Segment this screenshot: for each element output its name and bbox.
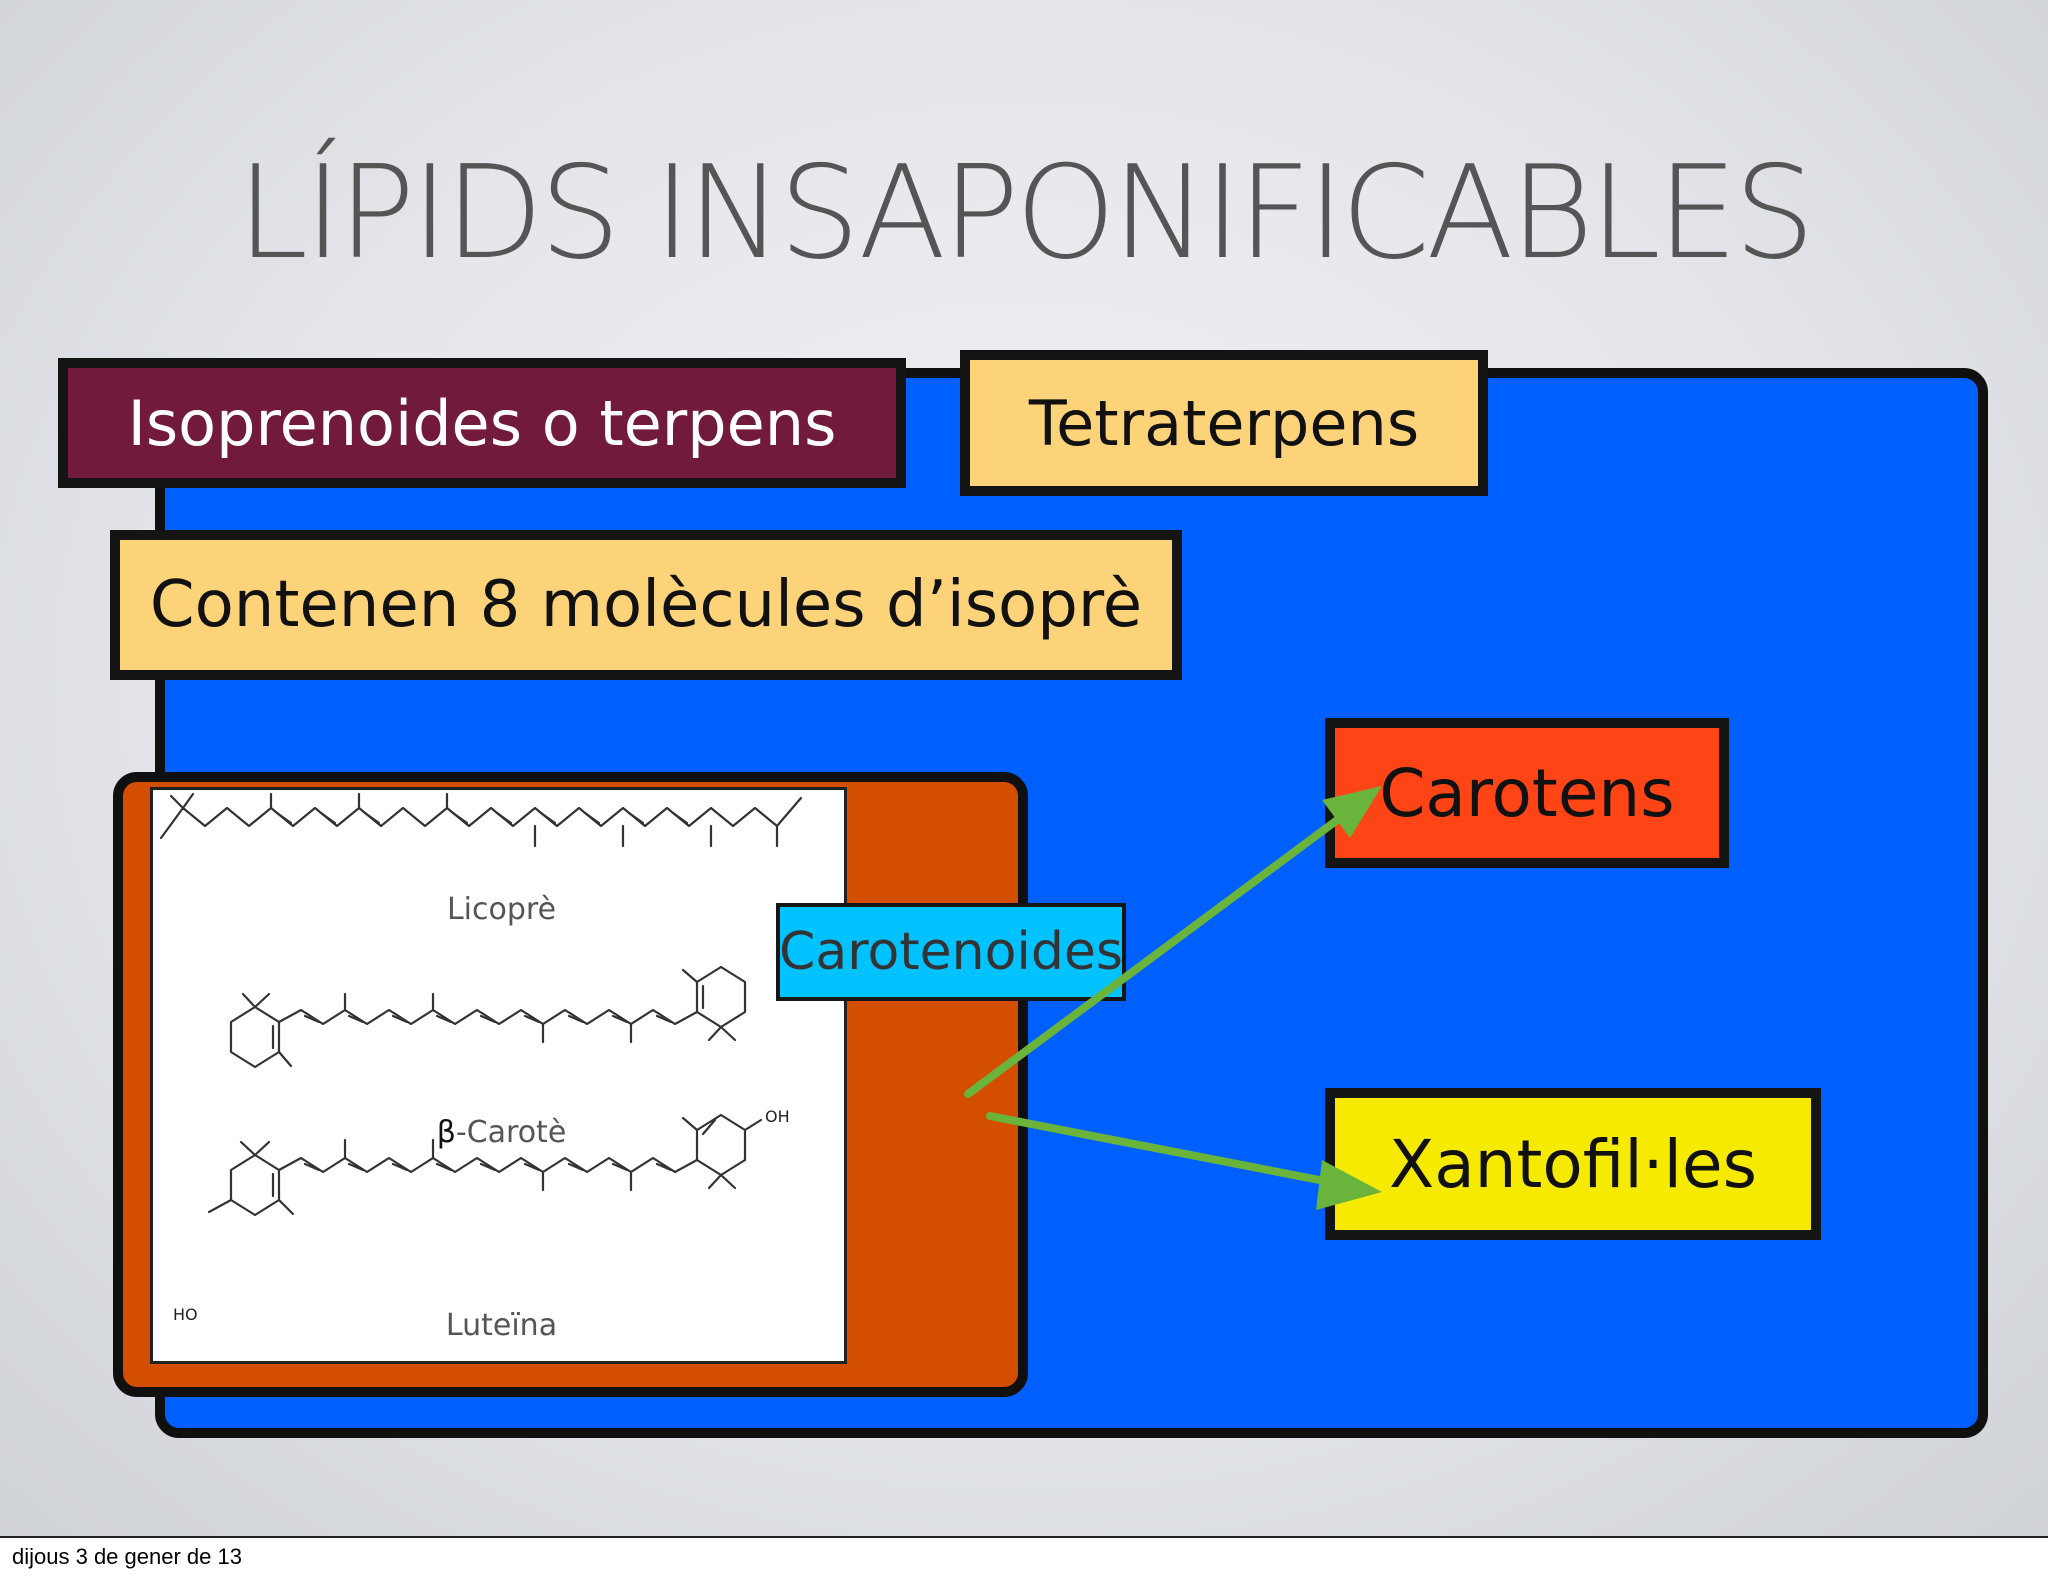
isoprenoids-box: Isoprenoides o terpens: [58, 358, 906, 488]
beta-carotene-structure: [229, 965, 747, 1069]
carotenoids-label: Carotenoides: [779, 922, 1123, 982]
slide: LÍPIDS INSAPONIFICABLES Isoprenoides o t…: [0, 0, 2048, 1536]
carotens-label: Carotens: [1379, 754, 1675, 832]
lutein-ho-label: HO: [173, 1305, 198, 1324]
tetraterpens-box: Tetraterpens: [960, 350, 1488, 496]
tetraterpens-label: Tetraterpens: [1028, 386, 1420, 460]
footer-date: dijous 3 de gener de 13: [12, 1544, 242, 1569]
beta-carotene-label: -Carotè: [455, 1115, 567, 1150]
xanthophylls-label: Xantofil·les: [1389, 1125, 1757, 1203]
slide-title: LÍPIDS INSAPONIFICABLES: [236, 139, 1815, 288]
isoprene-count-box: Contenen 8 molècules d’isoprè: [110, 530, 1182, 680]
xanthophylls-box: Xantofil·les: [1325, 1088, 1821, 1240]
beta-symbol: β: [436, 1115, 456, 1150]
lycopene-structure: [159, 792, 803, 848]
structures-drawing: OH HO: [159, 792, 803, 1324]
lutein-oh-label: OH: [765, 1107, 790, 1126]
lycopene-label: Licoprè: [446, 892, 557, 927]
beta-carotene-caption: β-Carotè: [153, 1115, 850, 1150]
lutein-structure: [207, 1113, 763, 1217]
lutein-label: Luteïna: [445, 1308, 558, 1343]
molecular-structures-image: OH HO Licoprè β-Carotè Luteïna: [150, 787, 847, 1364]
carotens-box: Carotens: [1325, 718, 1729, 868]
isoprenoids-label: Isoprenoides o terpens: [127, 386, 837, 460]
isoprene-count-label: Contenen 8 molècules d’isoprè: [149, 568, 1143, 642]
carotenoids-box: Carotenoides: [776, 903, 1126, 1001]
footer-bar: dijous 3 de gener de 13: [0, 1536, 2048, 1578]
